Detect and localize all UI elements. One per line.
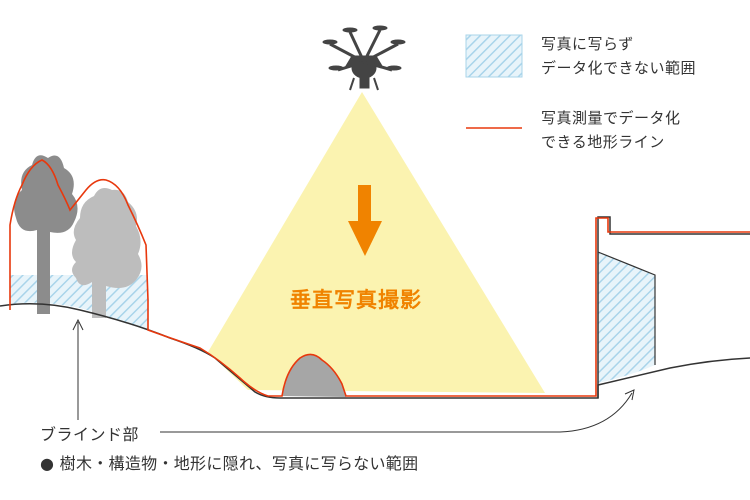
legend-blind-area-label-1: 写真に写らず xyxy=(541,35,634,53)
blind-section-title: ブラインド部 xyxy=(40,425,140,444)
rock xyxy=(282,354,346,397)
down-arrow-icon xyxy=(348,185,382,256)
legend-terrain-line-label-1: 写真測量でデータ化 xyxy=(541,109,681,127)
vertical-photo-label: 垂直写真撮影 xyxy=(290,288,422,312)
drone-icon xyxy=(322,25,406,91)
legend-terrain-line-label-2: できる地形ライン xyxy=(541,133,665,151)
legend-blind-area-label-2: データ化できない範囲 xyxy=(541,59,697,77)
pointer-line-wall xyxy=(160,392,633,433)
terrain-line xyxy=(9,159,750,397)
tree-icon xyxy=(14,155,142,318)
blind-area-wall xyxy=(598,252,655,383)
wall-structure xyxy=(597,216,750,398)
blind-section-description: ● 樹木・構造物・地形に隠れ、写真に写らない範囲 xyxy=(40,454,419,473)
legend-swatch-blind xyxy=(465,34,523,78)
ground-line xyxy=(0,303,750,399)
camera-view-cone xyxy=(208,92,545,393)
